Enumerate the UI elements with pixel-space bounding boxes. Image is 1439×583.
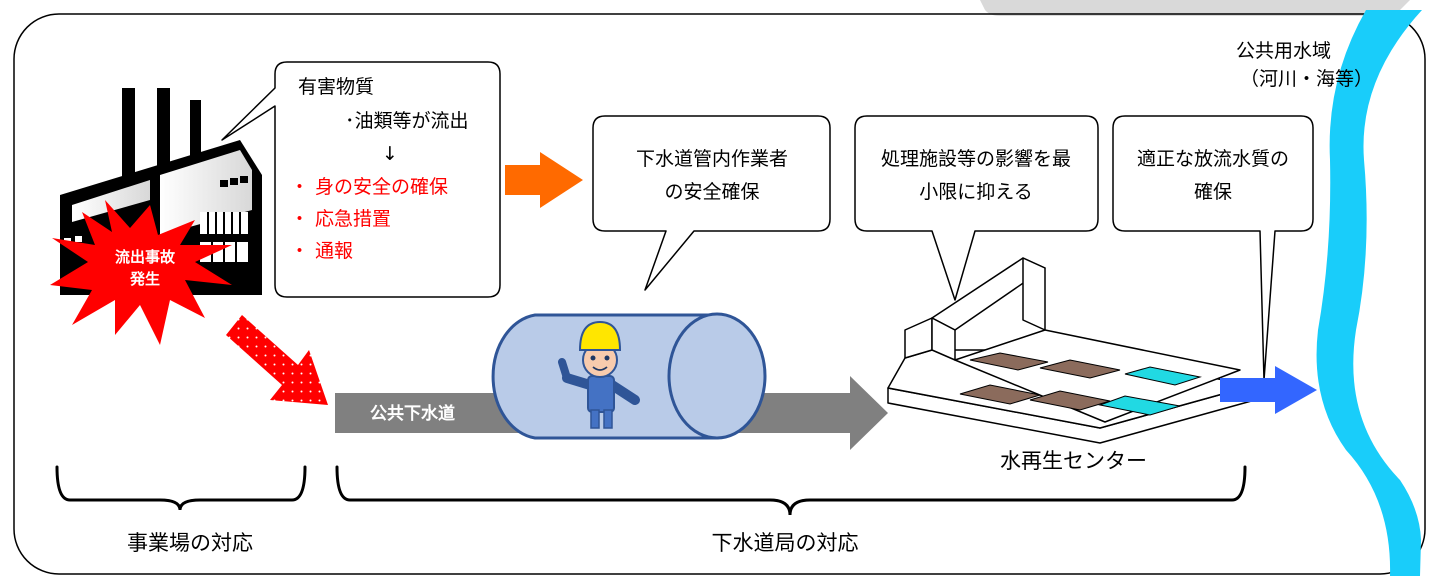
bureau-response-label: 下水道局の対応 <box>712 531 859 555</box>
plant-label: 水再生センター <box>1000 449 1147 473</box>
worker-bubble-line1: 下水道管内作業者 <box>636 148 788 170</box>
shadow-fragment <box>980 0 1410 16</box>
explosion-icon: 流出事故 発生 <box>50 200 232 345</box>
plant-bubble-line2: 小限に抑える <box>919 181 1032 203</box>
spill-arrow <box>226 315 328 405</box>
factory-bubble: 有害物質 ･油類等が流出 ↓ ・ 身の安全の確保 ・ 応急措置 ・ 通報 <box>221 61 501 298</box>
river-icon <box>1316 10 1422 576</box>
plant-bubble: 処理施設等の影響を最 小限に抑える <box>854 115 1099 301</box>
company-bracket <box>55 465 307 511</box>
outer-frame <box>13 13 1426 575</box>
discharge-bubble-line1: 適正な放流水質の <box>1137 148 1289 170</box>
sewer-label: 公共下水道 <box>370 403 455 424</box>
discharge-arrow <box>1220 366 1317 414</box>
worker-icon <box>558 320 640 429</box>
worker-bubble: 下水道管内作業者 の安全確保 <box>592 115 831 291</box>
water-reclamation-plant-icon <box>887 257 1256 444</box>
accident-label-line1: 流出事故 <box>115 248 176 266</box>
factory-icon <box>60 88 262 295</box>
waters-label-line1: 公共用水域 <box>1236 40 1331 62</box>
factory-bubble-bullet-2: ・ 応急措置 <box>290 208 391 230</box>
bureau-bracket <box>335 465 1247 516</box>
factory-bubble-title: 有害物質 <box>298 76 374 98</box>
company-response-label: 事業場の対応 <box>127 531 253 555</box>
factory-bubble-bullet-3: ・ 通報 <box>290 240 353 262</box>
factory-bubble-bullet-1: ・ 身の安全の確保 <box>290 176 448 198</box>
worker-bubble-line2: の安全確保 <box>664 181 759 203</box>
sewer-pipe <box>491 312 767 440</box>
discharge-bubble-line2: 確保 <box>1194 181 1232 203</box>
orange-arrow <box>505 152 583 208</box>
factory-bubble-arrow: ↓ <box>382 143 398 165</box>
accident-label-line2: 発生 <box>129 270 160 288</box>
waters-label-line2: （河川・海等） <box>1240 68 1373 90</box>
plant-bubble-line1: 処理施設等の影響を最 <box>881 148 1071 170</box>
discharge-bubble: 適正な放流水質の 確保 <box>1112 115 1314 381</box>
factory-bubble-line2: ･油類等が流出 <box>345 110 469 132</box>
